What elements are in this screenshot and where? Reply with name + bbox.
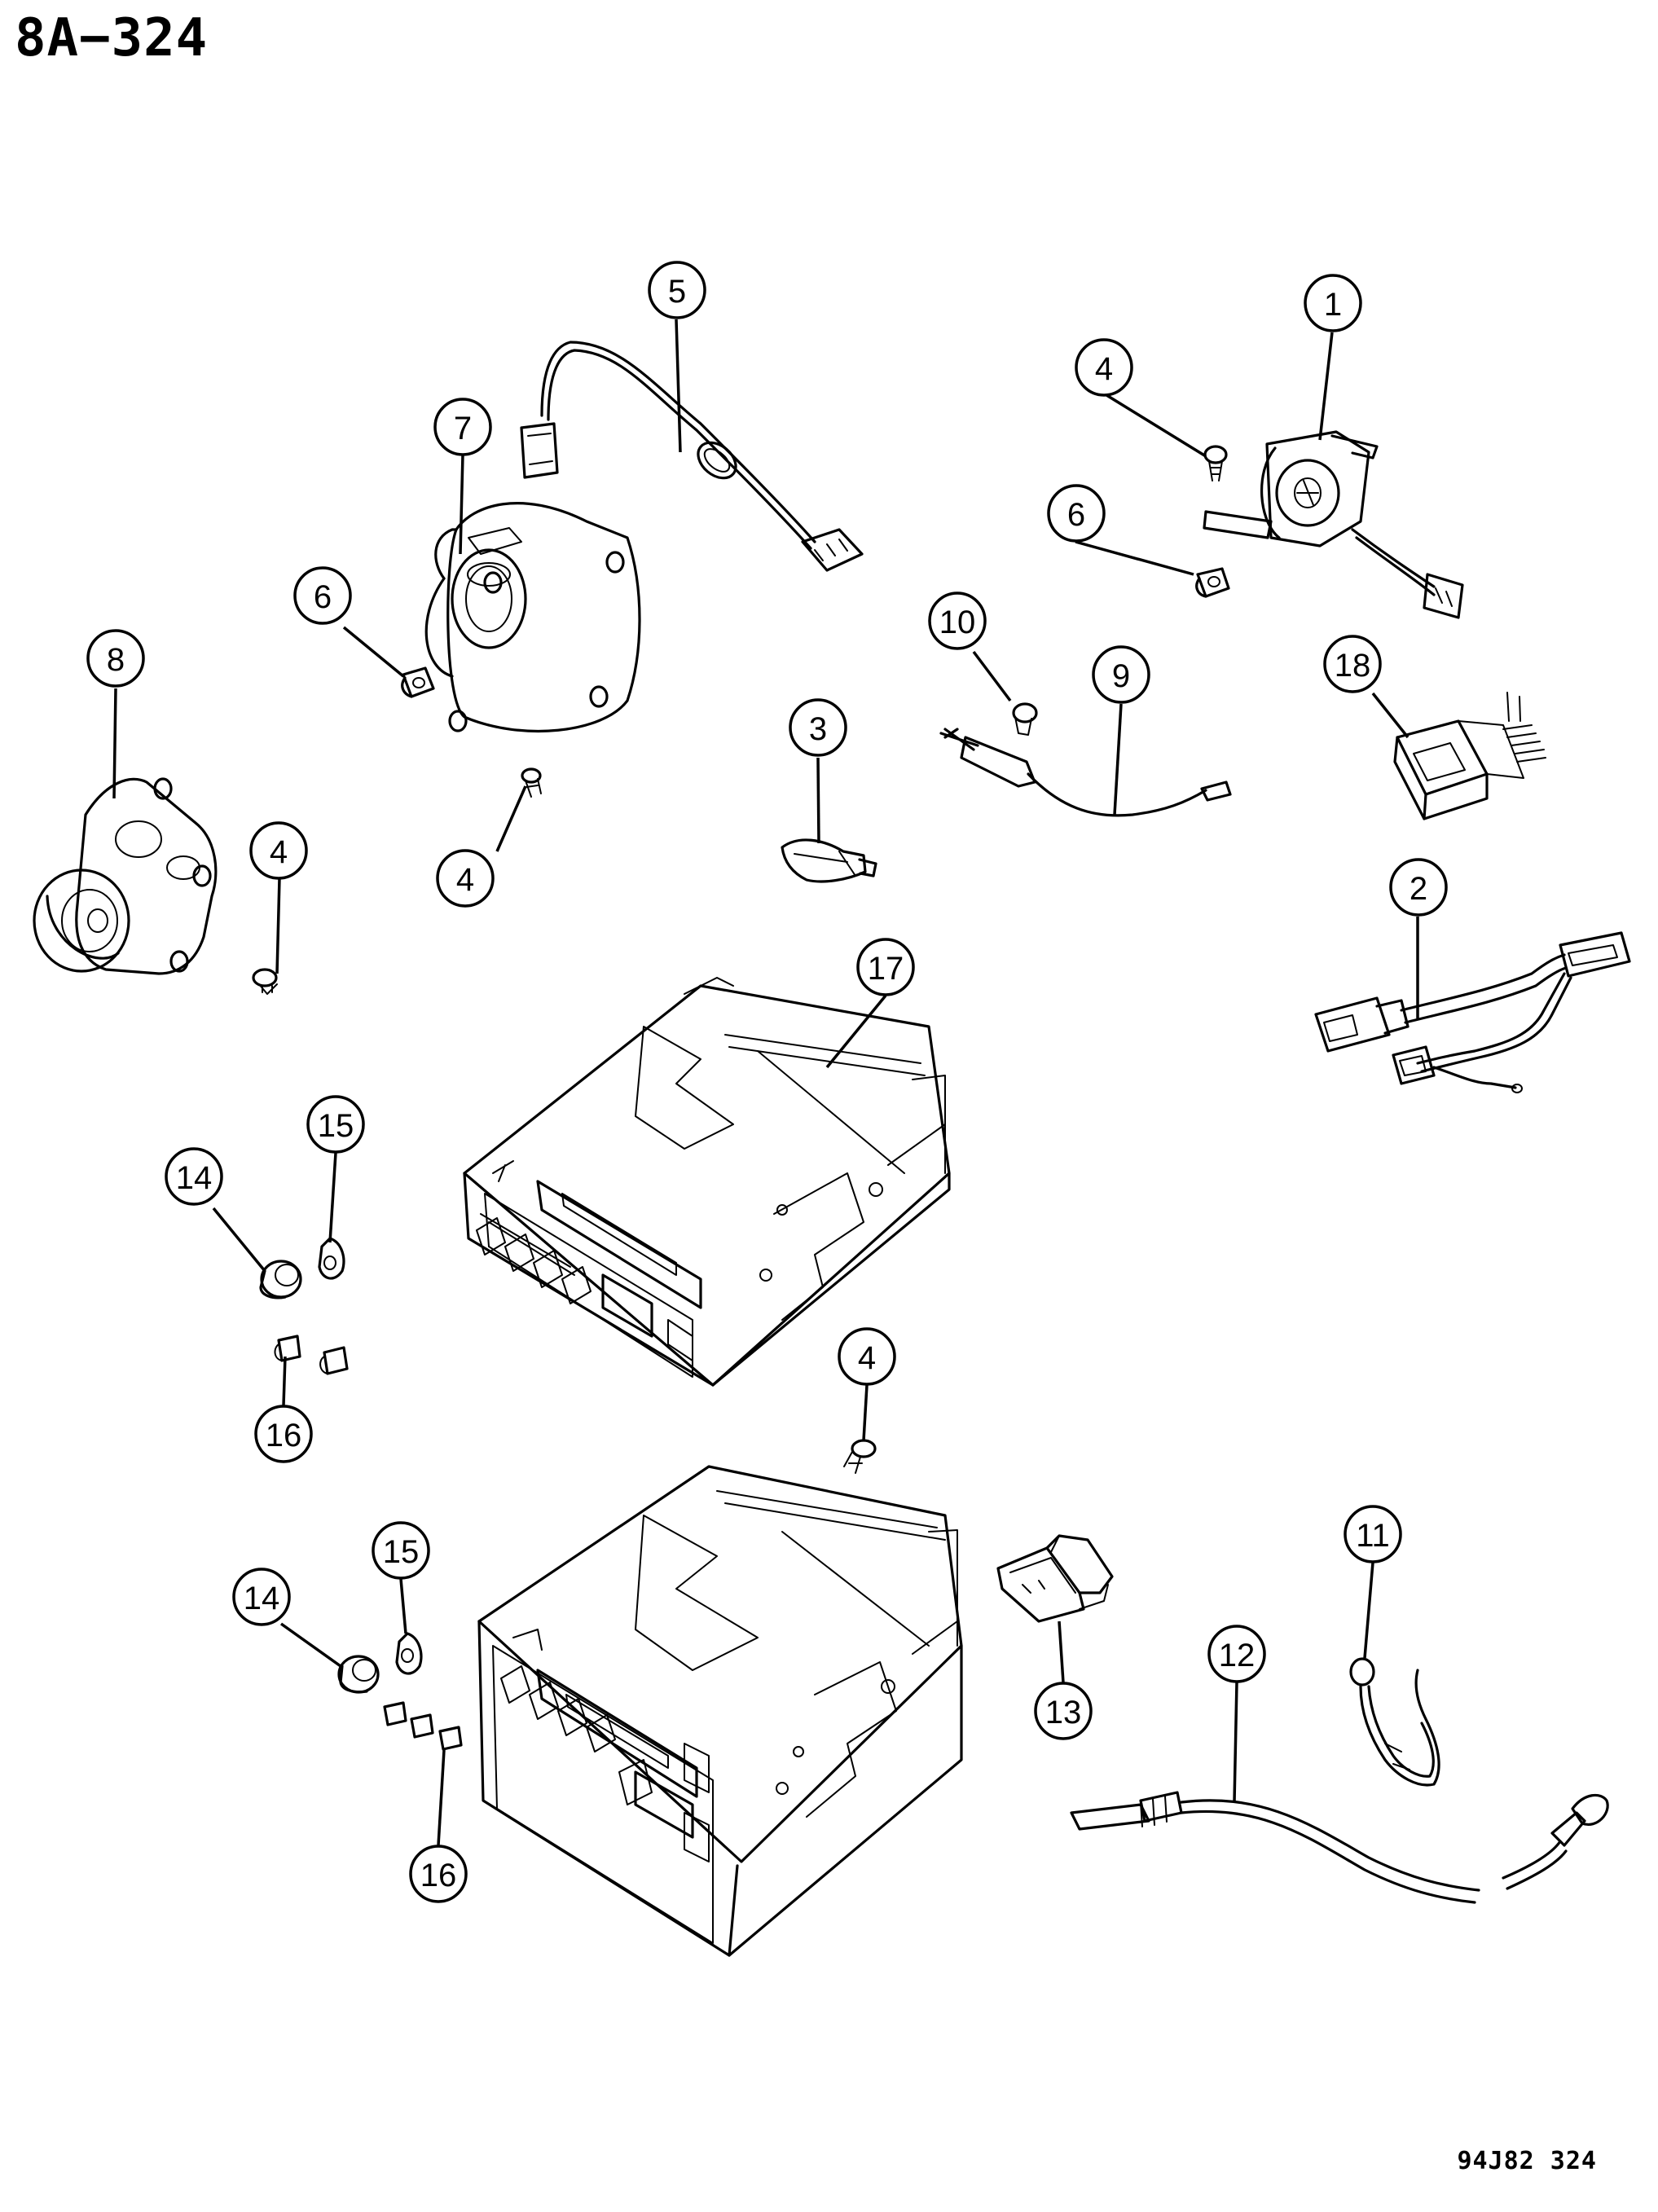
callout-13: 13 (1034, 1682, 1093, 1740)
callout-6-upper-right: 6 (1047, 484, 1106, 543)
adapter-harness (1314, 931, 1631, 1093)
svg-text:13: 13 (1045, 1695, 1082, 1730)
drawing-code: 94J82 324 (1457, 2147, 1597, 2175)
svg-text:4: 4 (858, 1340, 876, 1376)
svg-text:2: 2 (1410, 871, 1427, 907)
callout-4-under-speaker: 4 (436, 849, 495, 908)
callout-5: 5 (648, 261, 706, 319)
callout-3: 3 (789, 698, 847, 757)
svg-text:5: 5 (668, 274, 686, 310)
callout-6-left: 6 (293, 566, 352, 625)
callout-4-radio: 4 (838, 1327, 896, 1386)
svg-text:1: 1 (1324, 287, 1342, 323)
svg-text:4: 4 (456, 862, 474, 898)
svg-text:10: 10 (939, 605, 976, 640)
screw-rear-speaker (252, 968, 278, 995)
callout-15-lower: 15 (372, 1521, 430, 1580)
svg-text:6: 6 (314, 579, 332, 615)
clip-nut-right (1195, 567, 1230, 598)
svg-text:3: 3 (809, 711, 827, 747)
tweeter-speaker (1203, 430, 1464, 619)
knob-set-upper (259, 1237, 349, 1375)
leader-lines (112, 319, 1419, 1846)
svg-text:18: 18 (1335, 648, 1371, 684)
svg-text:16: 16 (266, 1418, 302, 1453)
callout-15-upper: 15 (306, 1095, 365, 1154)
callout-18: 18 (1323, 635, 1382, 693)
callout-14-upper: 14 (165, 1147, 223, 1206)
svg-text:15: 15 (318, 1108, 354, 1144)
callout-14-lower: 14 (232, 1568, 291, 1626)
connector-18 (1393, 692, 1546, 820)
svg-text:7: 7 (454, 411, 472, 446)
callout-4-upper-right: 4 (1075, 338, 1133, 397)
screw-radio-mount (843, 1439, 877, 1474)
retaining-clip (781, 838, 877, 883)
callout-16-upper: 16 (254, 1405, 313, 1463)
svg-text:14: 14 (244, 1581, 280, 1616)
callout-11: 11 (1344, 1505, 1402, 1563)
svg-text:12: 12 (1219, 1638, 1256, 1673)
door-speaker-upper (424, 502, 641, 733)
svg-text:8: 8 (107, 642, 125, 678)
antenna-extension-cable (1070, 1791, 1609, 1904)
svg-text:15: 15 (383, 1534, 420, 1570)
callout-1: 1 (1304, 274, 1362, 332)
svg-text:16: 16 (420, 1858, 457, 1893)
knob-set-lower (337, 1632, 463, 1751)
page-code: 8A−324 (15, 8, 209, 68)
ground-bolt (1012, 702, 1038, 736)
fuse-holder (996, 1534, 1114, 1623)
svg-text:17: 17 (868, 951, 904, 987)
callout-4-rear-speaker: 4 (249, 821, 308, 880)
svg-text:6: 6 (1067, 497, 1085, 533)
screw-upper-right (1203, 445, 1228, 482)
svg-text:9: 9 (1112, 658, 1130, 694)
radio-lower (477, 1465, 963, 1957)
speaker-wiring-harness (520, 341, 864, 572)
svg-text:4: 4 (270, 834, 288, 870)
callout-10: 10 (928, 591, 987, 650)
callout-2: 2 (1389, 858, 1448, 917)
callout-7: 7 (433, 398, 492, 456)
svg-text:4: 4 (1095, 351, 1113, 387)
callout-12: 12 (1207, 1625, 1266, 1683)
svg-text:11: 11 (1356, 1518, 1390, 1554)
callout-17: 17 (856, 938, 915, 996)
callout-8: 8 (86, 629, 145, 688)
rear-speaker (33, 777, 218, 975)
callout-9: 9 (1092, 645, 1150, 704)
screw-under-speaker (521, 767, 542, 798)
callout-16-lower: 16 (409, 1845, 468, 1903)
ground-strap (939, 728, 1232, 817)
antenna-cable-loop (1349, 1657, 1440, 1787)
svg-text:14: 14 (176, 1160, 213, 1196)
clip-nut-left (401, 666, 435, 698)
radio-upper (463, 977, 951, 1387)
